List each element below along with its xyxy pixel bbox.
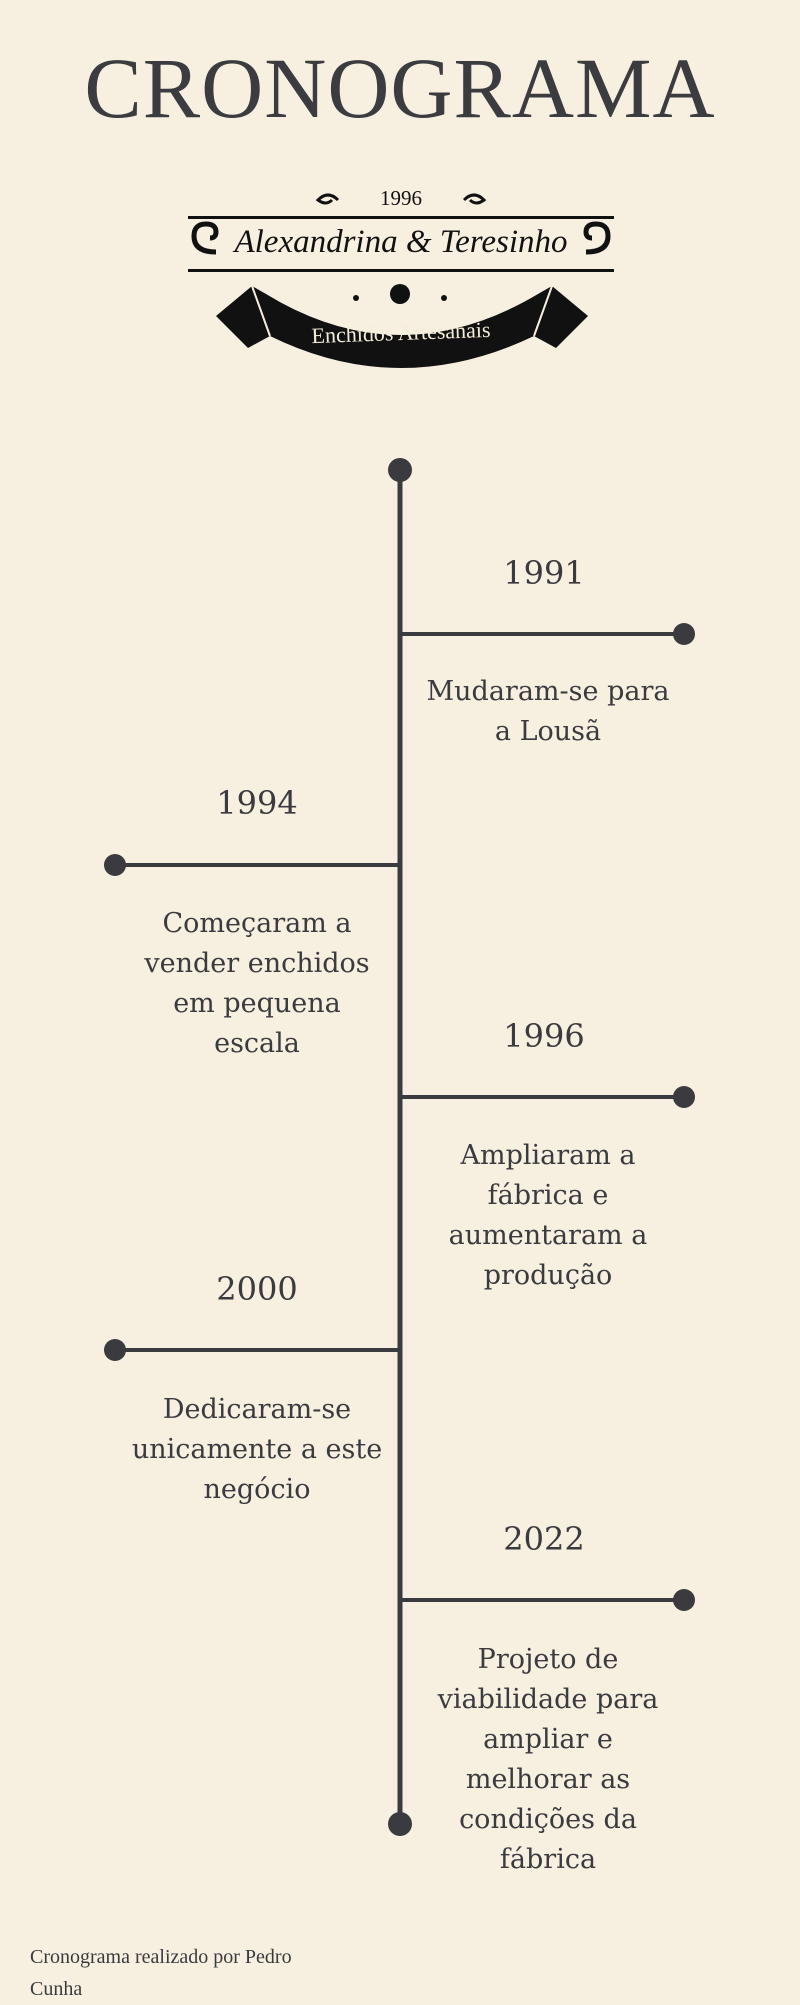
event-year-1996: 1996 — [503, 1017, 585, 1055]
event-description-1996: Ampliaram a fábrica e aumentaram a produ… — [448, 1140, 648, 1291]
brand-logo: 1996 Alexandrina & Teresinho Enchidos Ar… — [186, 186, 616, 378]
logo-artwork — [188, 193, 614, 368]
event-dot-2022 — [673, 1589, 695, 1611]
event-year-1991: 1991 — [503, 554, 585, 592]
event-description-2000: Dedicaram-se unicamente a este negócio — [131, 1394, 383, 1505]
event-year-2000: 2000 — [216, 1270, 298, 1308]
credit-text: Cronograma realizado por Pedro Cunha — [30, 1946, 292, 2000]
event-dot-1991 — [673, 623, 695, 645]
timeline-end-dot — [388, 1812, 412, 1836]
event-year-1994: 1994 — [216, 784, 298, 822]
event-dot-1996 — [673, 1086, 695, 1108]
event-description-1991: Mudaram-se para a Lousã — [426, 676, 670, 747]
logo-name: Alexandrina & Teresinho — [234, 224, 568, 260]
event-dot-1994 — [104, 854, 126, 876]
logo-year: 1996 — [380, 186, 422, 210]
page-title: CRONOGRAMA — [84, 40, 716, 136]
event-description-2022: Projeto de viabilidade para ampliar e me… — [437, 1644, 659, 1875]
event-year-2022: 2022 — [503, 1520, 585, 1558]
timeline-start-dot — [388, 458, 412, 482]
event-description-1994: Começaram a vender enchidos em pequena e… — [144, 908, 370, 1059]
event-dot-2000 — [104, 1339, 126, 1361]
